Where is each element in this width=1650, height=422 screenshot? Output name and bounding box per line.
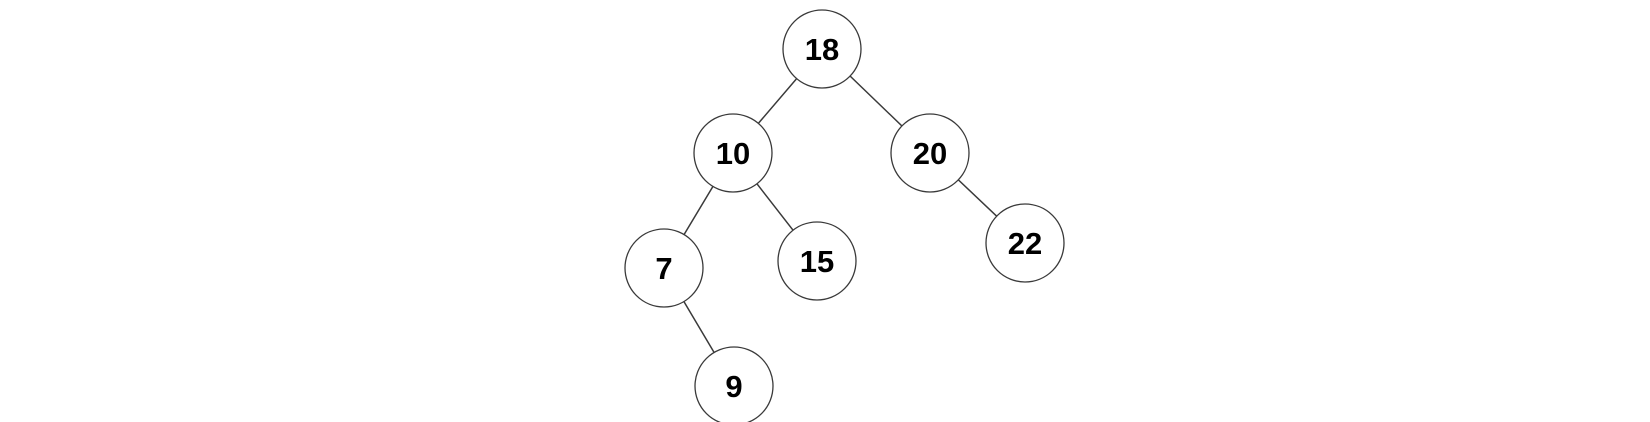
tree-node-15: 15 (777, 221, 857, 301)
tree-edges-layer (663, 48, 1026, 387)
tree-node-label-15: 15 (800, 244, 834, 279)
tree-node-label-22: 22 (1008, 226, 1042, 261)
tree-node-18: 18 (782, 9, 862, 89)
tree-nodes-layer: 18 10 20 7 15 22 9 (624, 9, 1065, 422)
tree-node-10: 10 (693, 113, 773, 193)
tree-node-label-9: 9 (725, 369, 742, 404)
tree-node-7: 7 (624, 228, 704, 308)
tree-node-label-18: 18 (805, 32, 839, 67)
tree-node-label-20: 20 (913, 136, 947, 171)
tree-node-20: 20 (890, 113, 970, 193)
tree-node-9: 9 (694, 346, 774, 422)
tree-node-circle-9 (694, 346, 774, 422)
tree-node-label-10: 10 (716, 136, 750, 171)
tree-node-circle-18 (782, 9, 862, 89)
tree-node-22: 22 (985, 203, 1065, 283)
tree-node-circle-7 (624, 228, 704, 308)
tree-node-circle-15 (777, 221, 857, 301)
tree-node-label-7: 7 (655, 251, 672, 286)
tree-node-circle-22 (985, 203, 1065, 283)
tree-node-circle-20 (890, 113, 970, 193)
tree-node-circle-10 (693, 113, 773, 193)
